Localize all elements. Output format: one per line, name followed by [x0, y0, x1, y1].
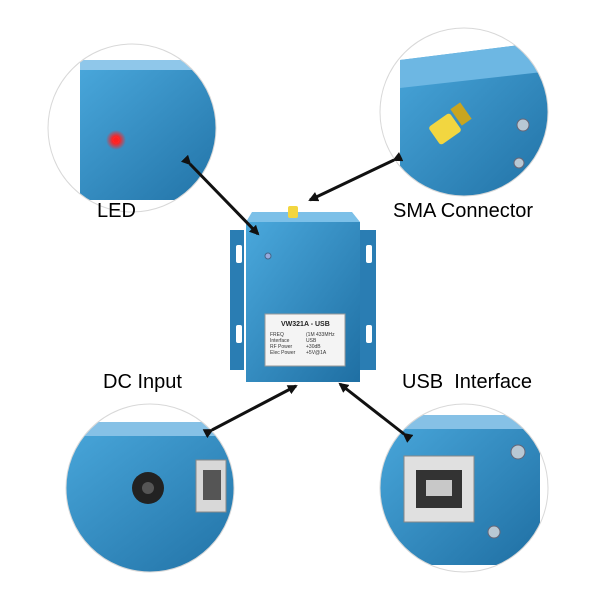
device-model-label: VW321A - USB: [281, 321, 330, 328]
sma-connector-icon: [429, 113, 461, 145]
sma-detail-circle: [380, 28, 548, 196]
spec-value: +30dB: [306, 344, 321, 350]
usb-interface-label: USB Interface: [402, 371, 533, 393]
dc-detail-circle: [66, 404, 234, 572]
spec-rows: FREQ (1M 433MHz Interface USB RF Power +…: [270, 332, 335, 356]
spec-value: USB: [306, 338, 317, 344]
arrow-sma: [308, 152, 404, 202]
device-spec-sticker: [264, 313, 346, 367]
callout-arrows: [180, 152, 414, 443]
antenna-icon: [288, 206, 298, 218]
arrow-led: [180, 154, 260, 236]
arrow-usb: [338, 382, 414, 443]
led-label: LED: [97, 200, 136, 222]
usb-detail-circle: [380, 404, 548, 572]
dc-input-label: DC Input: [103, 371, 182, 393]
spec-key: Elec Power: [270, 350, 296, 356]
spec-value: (1M 433MHz: [306, 332, 335, 338]
led-detail-circle: [48, 44, 216, 212]
arrow-dc: [202, 384, 298, 439]
spec-key: FREQ: [270, 332, 284, 338]
main-device: VW321A - USB FREQ (1M 433MHz Interface U…: [230, 206, 376, 382]
spec-key: RF Power: [270, 344, 293, 350]
spec-key: Interface: [270, 338, 290, 344]
sma-connector-label: SMA Connector: [393, 200, 534, 222]
spec-value: +5V@1A: [306, 350, 327, 356]
